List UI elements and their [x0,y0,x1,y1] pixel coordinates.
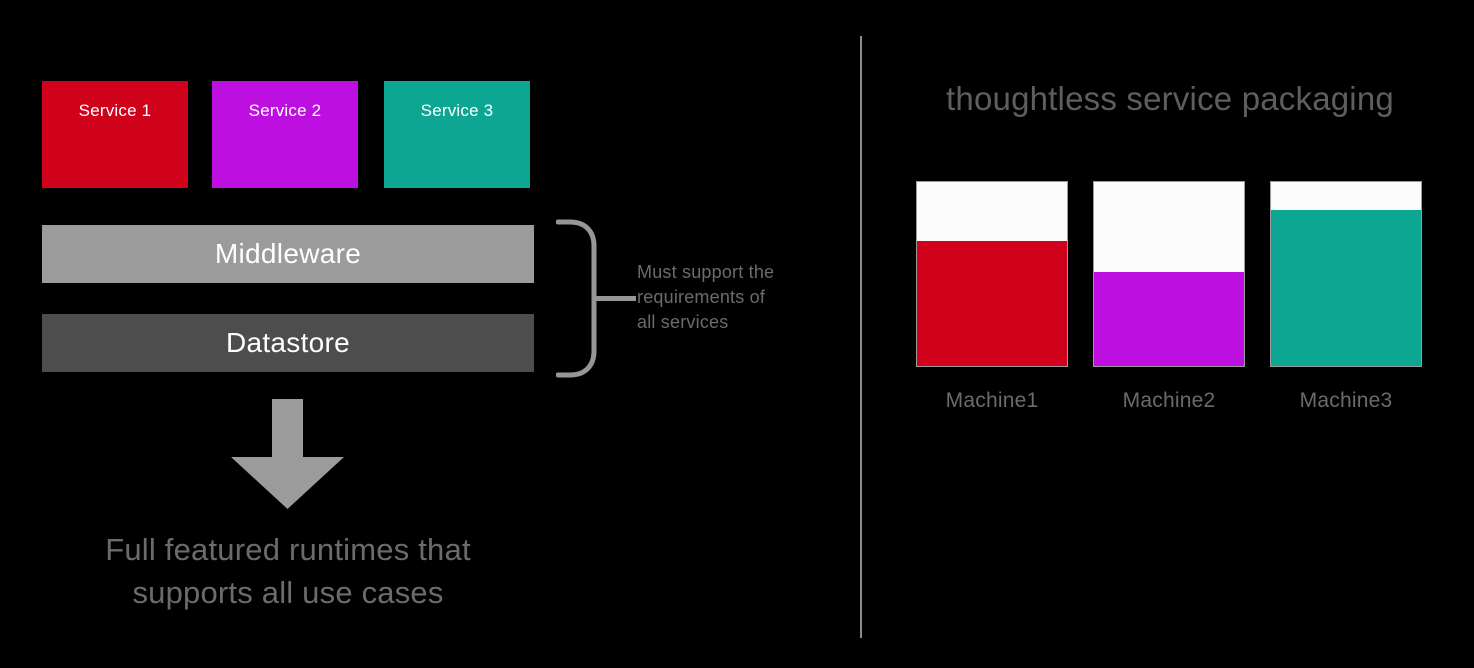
brace-connector-tick [594,296,636,301]
machine-2-capacity-box [1093,181,1245,367]
machine-1-label: Machine1 [945,389,1039,412]
machine-2: Machine2 [1093,181,1245,412]
brace-annotation-line-2: requirements of [637,287,766,307]
bottom-caption-text: Full featured runtimes that supports all… [42,528,534,614]
datastore-layer-label: Datastore [225,327,351,358]
vertical-divider [860,36,862,638]
machine-3-fill [1271,209,1421,366]
service-box-3-label: Service 3 [420,101,494,120]
down-arrow-icon [231,399,344,509]
service-box-2: Service 2 [212,81,358,188]
brace-annotation-line-3: all services [637,312,729,332]
datastore-layer-bar: Datastore [42,314,534,372]
brace-annotation-line-1: Must support the [637,262,775,282]
service-box-2-label: Service 2 [248,101,322,120]
machine-1: Machine1 [916,181,1068,412]
bottom-caption-line-1: Full featured runtimes that [105,532,471,567]
machine-3: Machine3 [1270,181,1422,412]
bottom-caption-line-2: supports all use cases [132,575,444,610]
machine-2-label: Machine2 [1122,389,1216,412]
machine-3-label: Machine3 [1299,389,1393,412]
machine-1-capacity-box [916,181,1068,367]
middleware-layer-label: Middleware [214,238,362,269]
machine-3-capacity-box [1270,181,1422,367]
service-box-3: Service 3 [384,81,530,188]
middleware-layer-bar: Middleware [42,225,534,283]
machine-1-fill [917,240,1067,366]
machine-2-fill [1094,272,1244,366]
right-panel-title: thoughtless service packaging [946,80,1394,117]
brace-annotation-text: Must support the requirements of all ser… [637,260,837,335]
service-box-1: Service 1 [42,81,188,188]
service-box-1-label: Service 1 [78,101,152,120]
